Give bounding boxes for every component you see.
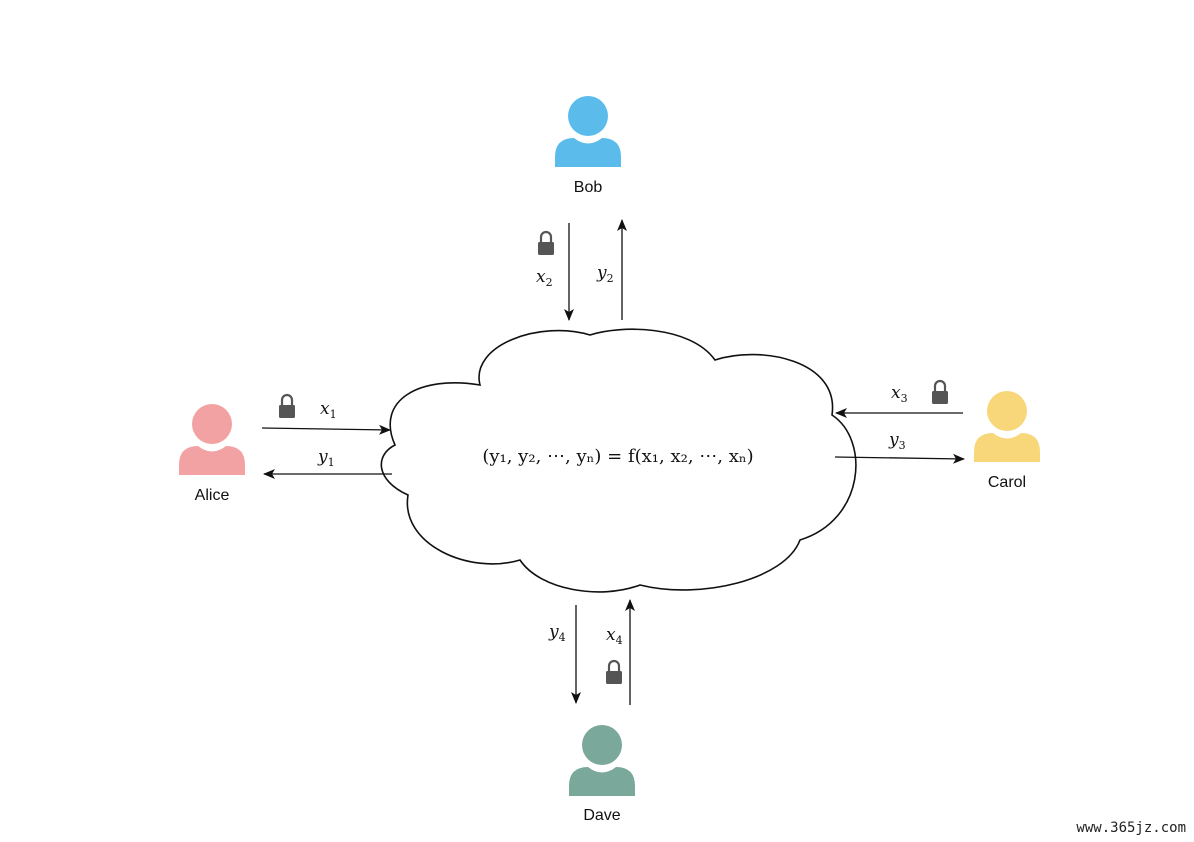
alice-input-label: x1 (320, 399, 337, 421)
alice-output-label: y1 (317, 447, 335, 469)
bob-input-label: x2 (536, 267, 553, 289)
dave-avatar-icon (569, 725, 635, 796)
alice-avatar-icon (179, 404, 245, 475)
carol-input-lock-icon (930, 379, 950, 406)
alice-input-lock-icon (277, 393, 297, 420)
carol-input-label: x3 (891, 383, 908, 405)
alice-input-arrow (261, 424, 391, 435)
bob-avatar-icon (555, 96, 621, 167)
bob-label: Bob (574, 179, 603, 196)
dave-input-lock-icon (604, 659, 624, 686)
dave-output-label: y4 (548, 622, 566, 644)
carol-avatar-icon (974, 391, 1040, 462)
dave-label: Dave (583, 807, 620, 824)
watermark-text: www.365jz.com (1076, 820, 1186, 836)
bob-output-label: y2 (596, 263, 614, 285)
computation-cloud (380, 328, 857, 593)
cloud-formula: (y₁, y₂, ⋯, yₙ) = f(x₁, x₂, ⋯, xₙ) (482, 446, 753, 467)
bob-input-lock-icon (536, 230, 556, 257)
carol-label: Carol (988, 474, 1026, 491)
carol-output-label: y3 (888, 430, 906, 452)
dave-input-label: x4 (606, 625, 623, 647)
alice-label: Alice (195, 487, 230, 504)
carol-output-arrow (834, 453, 965, 464)
